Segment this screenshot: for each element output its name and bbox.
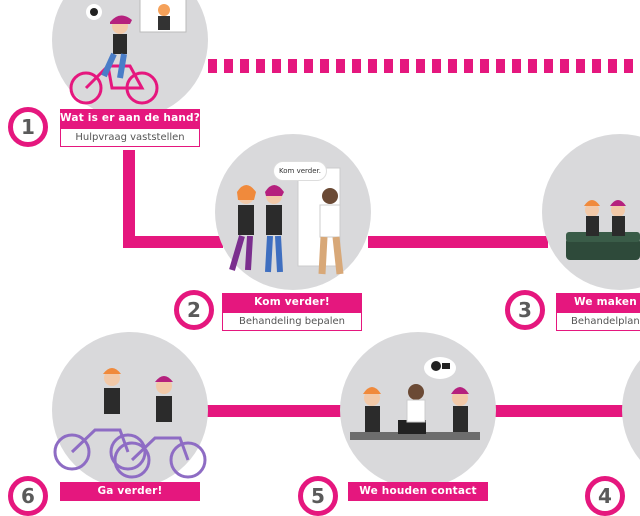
step-1-title: Wat is er aan de hand? xyxy=(60,109,200,128)
step-6-number: 6 xyxy=(8,476,48,516)
route-segment-horizontal xyxy=(368,236,548,248)
step-5-number: 5 xyxy=(298,476,338,516)
step-3-title: We maken e xyxy=(556,293,640,312)
speech-bubble: Kom verder. xyxy=(274,162,326,180)
step-4-number: 4 xyxy=(585,476,625,516)
step-2-title: Kom verder! xyxy=(222,293,362,312)
film-reel-icon xyxy=(431,361,441,371)
route-path xyxy=(123,59,640,417)
step-1-subtitle: Hulpvraag vaststellen xyxy=(60,128,200,147)
step-3-subtitle: Behandelplan v xyxy=(556,312,640,331)
step-6-title: Ga verder! xyxy=(60,482,200,501)
laptop-icon xyxy=(398,420,426,434)
step-1-number: 1 xyxy=(8,107,48,147)
step-6-illustration xyxy=(52,332,208,488)
route-segment-horizontal xyxy=(490,405,630,417)
step-5-title: We houden contact xyxy=(348,482,488,501)
route-segment-horizontal xyxy=(200,405,350,417)
route-segment-horizontal xyxy=(123,236,223,248)
step-1-illustration xyxy=(52,0,208,118)
step-5-illustration xyxy=(340,332,496,488)
step-4-illustration xyxy=(622,360,640,460)
step-2-illustration xyxy=(215,134,371,290)
route-segment-vertical xyxy=(123,150,135,246)
bomb-icon xyxy=(90,8,98,16)
step-2-number: 2 xyxy=(174,290,214,330)
step-3-number: 3 xyxy=(505,290,545,330)
route-illustration xyxy=(52,0,640,488)
step-3-illustration xyxy=(542,134,640,290)
step-2-subtitle: Behandeling bepalen xyxy=(222,312,362,331)
